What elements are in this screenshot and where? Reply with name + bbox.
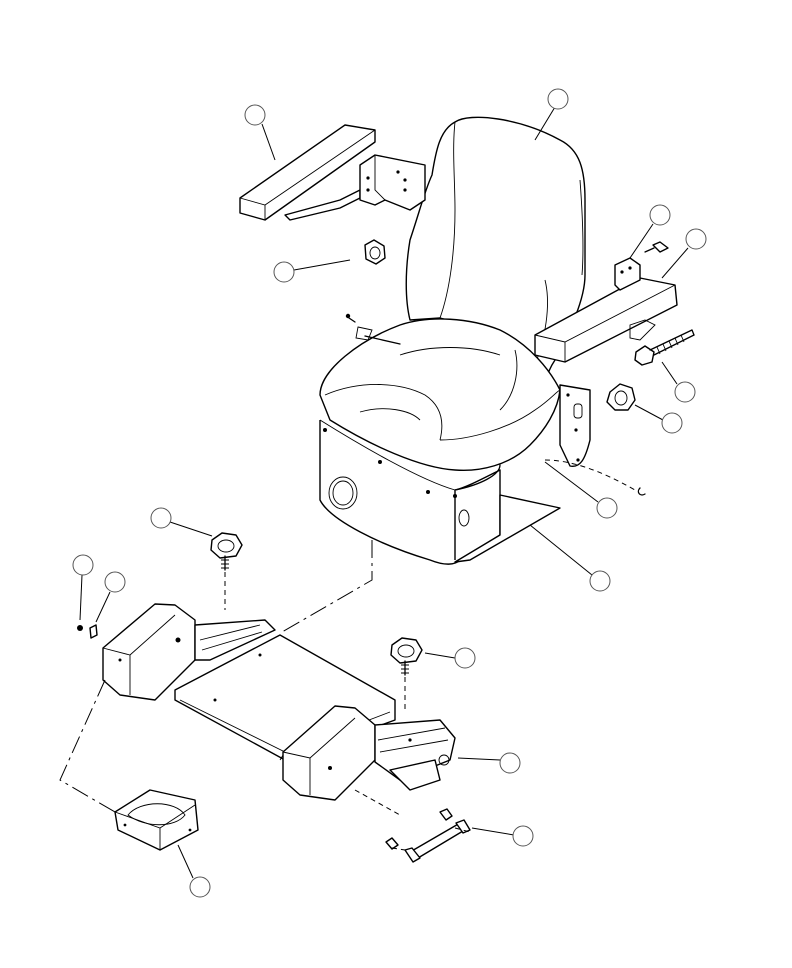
callout-adjuster-knob-left xyxy=(150,507,172,529)
screw-right xyxy=(644,241,669,253)
bolt-right xyxy=(634,329,695,366)
knob-right xyxy=(606,383,636,411)
callout-bottom-plate xyxy=(189,876,211,898)
gas-spring xyxy=(385,808,471,863)
screw-left xyxy=(77,625,83,631)
callout-seat-back xyxy=(547,88,569,110)
callout-screw-right xyxy=(649,204,671,226)
callout-knob-right xyxy=(661,412,683,434)
armrest-left xyxy=(239,124,426,221)
leader-lines xyxy=(79,106,689,879)
callout-slide-rail xyxy=(499,752,521,774)
adjuster-knob-right xyxy=(390,637,423,676)
callout-screw-left xyxy=(72,554,94,576)
knob-left xyxy=(364,239,386,265)
callout-seat-cushion xyxy=(589,570,611,592)
callout-gas-spring xyxy=(512,825,534,847)
assembly-lines xyxy=(59,459,636,851)
seat-cushion xyxy=(319,313,591,565)
callout-clip xyxy=(596,497,618,519)
callout-armrest-right xyxy=(685,228,707,250)
washer-left xyxy=(89,624,98,639)
callout-armrest-left xyxy=(244,104,266,126)
slide-rail xyxy=(102,603,456,801)
bottom-plate xyxy=(114,789,199,851)
callout-adjuster-knob-right xyxy=(454,647,476,669)
clip xyxy=(637,487,646,496)
callout-bolt-right xyxy=(674,381,696,403)
adjuster-knob-left xyxy=(210,532,243,571)
callout-knob-left xyxy=(273,261,295,283)
callout-washer-left xyxy=(104,571,126,593)
armrest-right xyxy=(534,257,678,363)
callouts xyxy=(72,88,707,898)
